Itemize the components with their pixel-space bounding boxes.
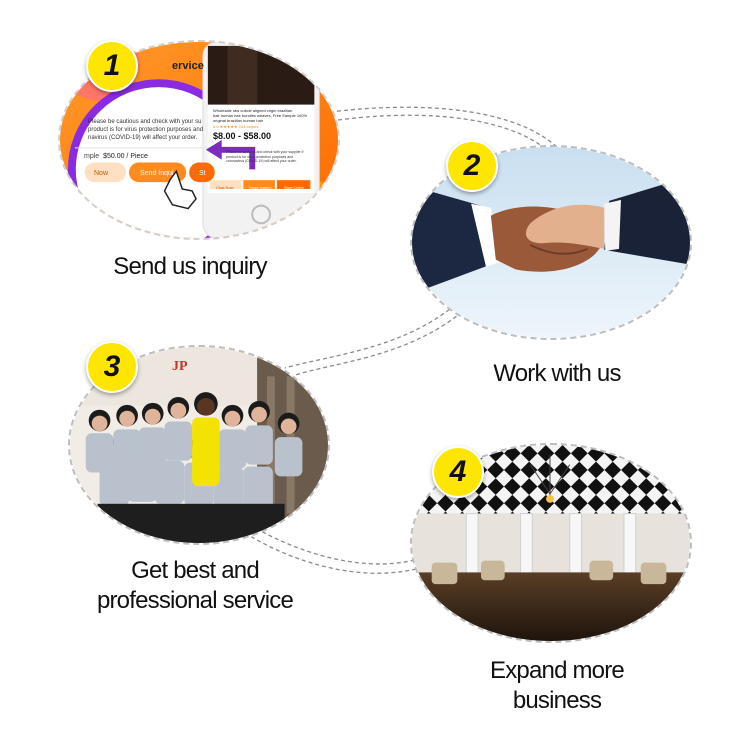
step-2-badge: 2 bbox=[446, 140, 498, 192]
inquiry-header-text: ervice bbox=[172, 60, 204, 72]
phone-notice-line-3: coronavirus (COVID-19) will affect your … bbox=[226, 159, 297, 163]
step-3-caption-line-1: Get best and bbox=[131, 557, 260, 584]
step-1-caption: Send us inquiry bbox=[80, 252, 300, 282]
phone-notice-line-1: Please be cautious and check with your s… bbox=[226, 150, 304, 154]
phone-rating: 5.0 ★★★★★ 153 buyers bbox=[213, 124, 259, 129]
connector-2-3 bbox=[284, 304, 456, 369]
phone-product-title: Wholesale raw cuticle aligned virgin bra… bbox=[213, 108, 317, 123]
phone-title-line-2: hair human hair bundles weaves, Free Sam… bbox=[213, 113, 308, 118]
sample-label: mple bbox=[84, 153, 100, 160]
phone-start-button: Start Order bbox=[284, 185, 304, 190]
step-4-caption: Expand more business bbox=[432, 656, 682, 716]
inquiry-notice-line-1: Please be cautious and check with your s… bbox=[88, 119, 202, 125]
step-3-badge: 3 bbox=[86, 341, 138, 393]
phone-title-line-3: original brazilian human hair bbox=[213, 118, 264, 123]
step-1-caption-line-1: Send us inquiry bbox=[113, 253, 267, 280]
step-2-image bbox=[410, 145, 692, 340]
send-inquiry-button: Send Inqui bbox=[140, 170, 174, 177]
sample-price: $50.00 / Piece bbox=[103, 153, 148, 160]
connector-1-2-b bbox=[337, 114, 556, 159]
connector-2-3-b bbox=[291, 311, 463, 377]
phone-send-button: Send Inquiry bbox=[249, 185, 272, 190]
step-4-caption-line-2: business bbox=[512, 687, 602, 714]
sample-row: mple $50.00 / Piece bbox=[84, 153, 148, 160]
connector-1-2 bbox=[329, 106, 561, 151]
phone-notice-line-2: product is for virus protection purposes… bbox=[226, 154, 294, 159]
phone-notice: Please be cautious and check with your s… bbox=[226, 150, 316, 164]
step-2-caption-line-1: Work with us bbox=[493, 360, 621, 387]
now-button: Now bbox=[94, 170, 109, 177]
phone-title-line-1: Wholesale raw cuticle aligned virgin bra… bbox=[213, 108, 293, 113]
step-3-caption-line-2: professional service bbox=[96, 587, 294, 614]
start-button: St bbox=[199, 170, 206, 177]
phone-price: $8.00 - $58.00 bbox=[213, 131, 272, 141]
step-2-caption: Work with us bbox=[452, 359, 662, 389]
inquiry-notice-line-3: navirus (COVID-19) will affect your orde… bbox=[88, 135, 198, 141]
step-1-badge: 1 bbox=[86, 40, 138, 92]
handshake-illustration bbox=[412, 147, 690, 338]
step-4-badge: 4 bbox=[432, 446, 484, 498]
step-4-caption-line-1: Expand more bbox=[490, 657, 625, 684]
inquiry-notice-line-2: product is for virus protection purposes… bbox=[88, 127, 204, 133]
inquiry-notice: Please be cautious and check with your s… bbox=[88, 118, 218, 142]
connector-3-4-b bbox=[244, 532, 436, 574]
step-3-caption: Get best and professional service bbox=[70, 556, 320, 616]
jp-sign: JP bbox=[172, 359, 188, 374]
phone-chat-button: Chat Now bbox=[216, 185, 234, 190]
